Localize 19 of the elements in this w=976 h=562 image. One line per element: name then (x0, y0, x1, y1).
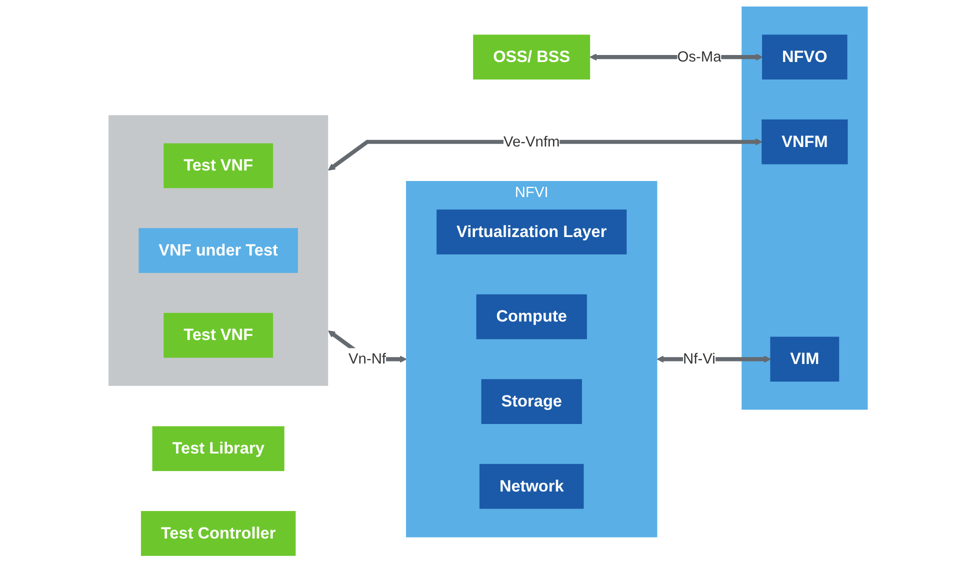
node-box: Test Controller (140, 511, 296, 556)
node-box: Test Library (152, 426, 284, 472)
node-box: Compute (476, 294, 587, 340)
node-box: NFVO (762, 34, 848, 80)
cluster (108, 115, 328, 386)
edge-label: Os-Ma (677, 48, 722, 65)
node-box: Network (479, 464, 584, 509)
cluster (741, 6, 868, 410)
node-box: Storage (481, 379, 582, 424)
node-box: OSS/ BSS (472, 34, 590, 80)
node-box: VIM (770, 336, 840, 382)
edge-label: Nf-Vi (682, 350, 716, 367)
node-box: Test VNF (163, 312, 273, 358)
node-box: Virtualization Layer (436, 210, 627, 254)
edge-label: Ve-Vnfm (503, 133, 560, 150)
node-box: VNF under Test (138, 228, 298, 273)
node-box: VNFM (761, 119, 848, 164)
node-box: Test VNF (163, 143, 273, 188)
edge-label: Vn-Nf (348, 350, 386, 367)
